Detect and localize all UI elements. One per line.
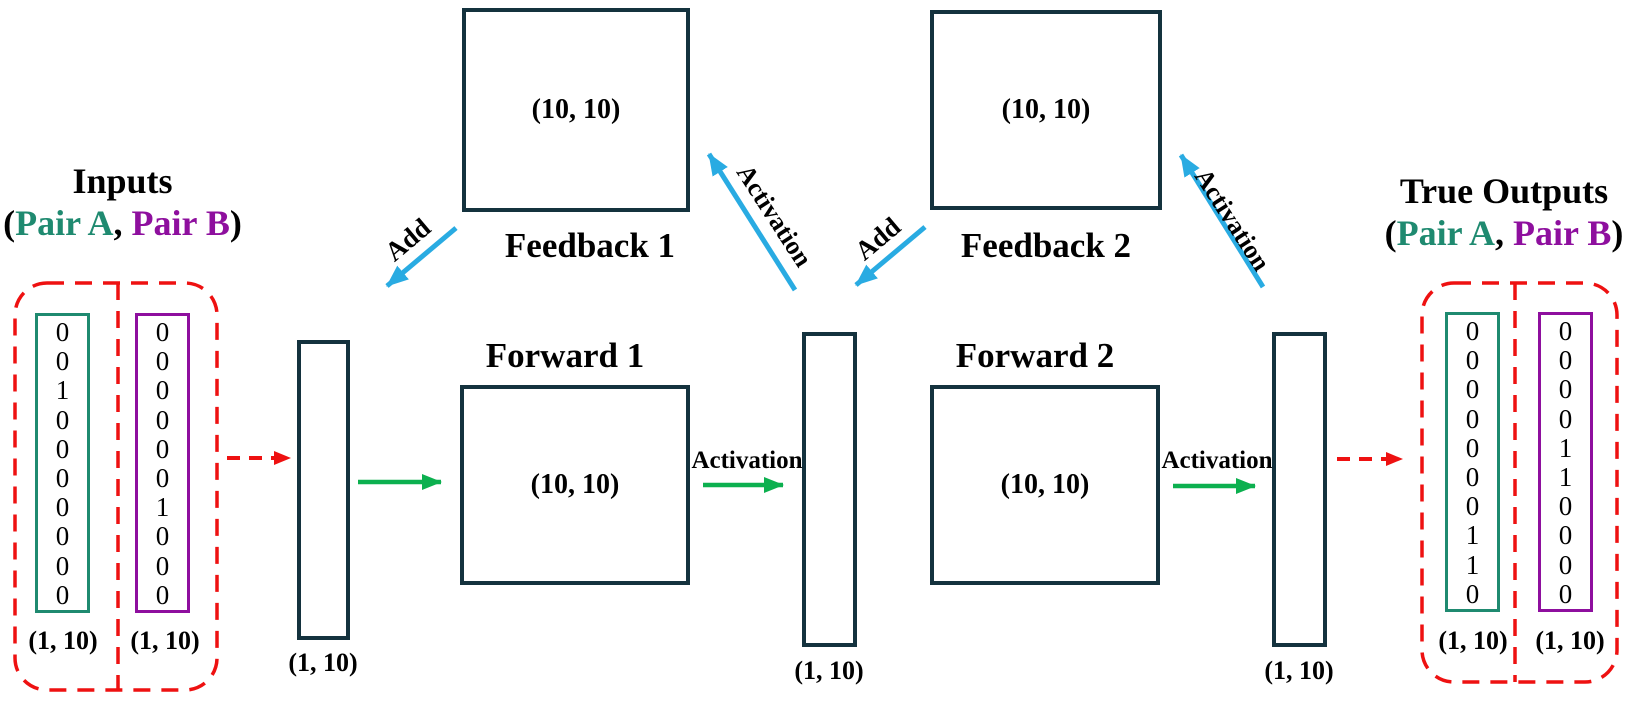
feedback2-shape: (10, 10) [1001,94,1091,125]
hidden-vector-3 [1272,332,1327,647]
feedback1-activation-label: Activation [730,159,819,273]
hidden-vector-3-shape: (1, 10) [1264,656,1334,685]
feedback2-box: (10, 10) [930,10,1162,210]
forward2-activation-label: Activation [1161,447,1273,474]
inputs-title: Inputs [72,161,173,201]
feedback1-label: Feedback 1 [504,226,676,265]
forward1-box: (10, 10) [460,385,690,585]
forward1-label: Forward 1 [485,336,645,375]
outputs-title-block: True Outputs (Pair A, Pair B) [1378,170,1630,254]
inputs-subtitle: (Pair A, Pair B) [3,203,242,243]
forward2-shape: (10, 10) [1000,469,1090,500]
inputs-title-block: Inputs (Pair A, Pair B) [0,160,245,244]
hidden-vector-1-shape: (1, 10) [288,648,358,677]
output-pair-a-shape: (1, 10) [1438,626,1508,655]
add2-arrow-label: Add [849,211,907,267]
feedback2-label: Feedback 2 [960,226,1132,265]
outputs-pair-b-label: Pair B [1513,213,1612,253]
feedback2-activation-label: Activation [1188,163,1277,277]
outputs-pair-a-label: Pair A [1396,213,1495,253]
feedback1-shape: (10, 10) [531,94,621,125]
forward1-shape: (10, 10) [530,469,620,500]
inputs-pair-b-label: Pair B [131,203,230,243]
hidden-vector-1 [297,340,350,640]
outputs-title: True Outputs [1399,171,1609,211]
inputs-pair-a-label: Pair A [15,203,114,243]
input-pair-a-shape: (1, 10) [28,626,98,655]
forward2-label: Forward 2 [955,336,1115,375]
input-pair-b-shape: (1, 10) [130,626,200,655]
hidden-vector-2-shape: (1, 10) [794,656,864,685]
output-pair-b-shape: (1, 10) [1535,626,1605,655]
add1-arrow-label: Add [379,212,437,268]
hidden-vector-2 [802,332,857,647]
forward1-activation-label: Activation [691,447,803,474]
feedback1-box: (10, 10) [462,8,690,212]
forward2-box: (10, 10) [930,385,1160,585]
outputs-subtitle: (Pair A, Pair B) [1384,213,1624,253]
